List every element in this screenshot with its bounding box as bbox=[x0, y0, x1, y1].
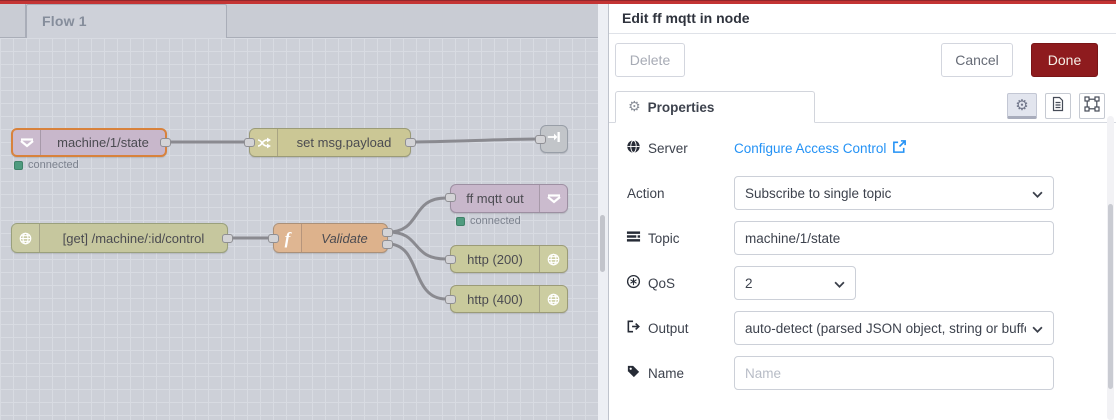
flow-tabbar: Flow 1 bbox=[0, 4, 598, 38]
qos-select[interactable]: 2 bbox=[734, 266, 856, 300]
node-http-response-200[interactable]: http (200) bbox=[445, 245, 568, 273]
panel-button-row: Delete Cancel Done bbox=[609, 34, 1116, 86]
delete-button[interactable]: Delete bbox=[615, 43, 685, 77]
chevron-down-icon bbox=[1026, 186, 1043, 201]
globe-icon bbox=[539, 286, 567, 312]
node-mqtt-out[interactable]: ff mqtt out bbox=[445, 184, 568, 213]
node-label: Validate bbox=[321, 230, 368, 246]
panel-resize-divider[interactable] bbox=[598, 4, 608, 420]
output-select[interactable]: auto-detect (parsed JSON object, string … bbox=[734, 311, 1054, 345]
tab-strip-edge bbox=[0, 4, 26, 38]
status-dot-icon bbox=[14, 160, 23, 170]
link-text: Configure Access Control bbox=[734, 140, 887, 156]
scrollbar-thumb[interactable] bbox=[1108, 204, 1113, 389]
globe-icon bbox=[626, 139, 641, 157]
input-port[interactable] bbox=[445, 193, 456, 202]
node-label: set msg.payload bbox=[296, 135, 392, 150]
node-label: ff mqtt out bbox=[466, 191, 524, 206]
panel-scrollbar[interactable] bbox=[1107, 116, 1114, 420]
tab-properties-label: Properties bbox=[647, 99, 715, 115]
input-port[interactable] bbox=[445, 255, 456, 264]
cancel-button[interactable]: Cancel bbox=[941, 43, 1013, 77]
qos-badge-icon bbox=[626, 274, 641, 292]
qos-label: QoS bbox=[648, 275, 676, 291]
deploy-status-bar bbox=[0, 0, 1116, 4]
chevron-down-icon bbox=[1026, 321, 1043, 336]
output-port-1[interactable] bbox=[382, 228, 393, 237]
output-port-2[interactable] bbox=[382, 240, 393, 249]
node-http-response-400[interactable]: http (400) bbox=[445, 285, 568, 313]
tag-icon bbox=[626, 364, 641, 382]
name-label: Name bbox=[648, 365, 685, 381]
flow-workspace: Flow 1 machine/1/state connected bbox=[0, 4, 598, 420]
qos-row: QoS 2 bbox=[626, 266, 1116, 300]
status-dot-icon bbox=[456, 216, 465, 226]
bridge-icon bbox=[13, 130, 41, 155]
panel-title: Edit ff mqtt in node bbox=[609, 4, 1116, 34]
node-description-button[interactable] bbox=[1045, 93, 1071, 119]
topic-label: Topic bbox=[648, 230, 680, 246]
topic-row: Topic bbox=[626, 221, 1116, 255]
name-input[interactable] bbox=[734, 356, 1054, 390]
edit-properties-button[interactable]: ⚙ bbox=[1007, 93, 1037, 119]
action-row: Action Subscribe to single topic bbox=[626, 176, 1116, 210]
topic-input[interactable] bbox=[734, 221, 1054, 255]
external-link-icon bbox=[892, 139, 907, 157]
node-label: http (400) bbox=[467, 291, 523, 307]
name-row: Name bbox=[626, 356, 1116, 390]
configure-access-control-link[interactable]: Configure Access Control bbox=[734, 139, 907, 157]
bridge-icon bbox=[539, 185, 567, 212]
input-port[interactable] bbox=[268, 234, 279, 243]
node-label: machine/1/state bbox=[57, 135, 149, 150]
node-function[interactable]: f Validate bbox=[268, 223, 393, 253]
edit-node-panel: Edit ff mqtt in node Delete Cancel Done … bbox=[608, 4, 1116, 420]
tasks-icon bbox=[626, 229, 641, 247]
node-label: [get] /machine/:id/control bbox=[62, 230, 205, 246]
gear-icon: ⚙ bbox=[1015, 95, 1029, 114]
node-mqtt-in[interactable]: machine/1/state bbox=[11, 128, 171, 157]
status-text: connected bbox=[28, 159, 79, 171]
flow-canvas[interactable]: machine/1/state connected set msg.payloa… bbox=[0, 38, 598, 420]
properties-form: Server Configure Access Control Action S… bbox=[609, 123, 1116, 390]
document-icon bbox=[1050, 96, 1066, 117]
panel-tabs: ⚙ Properties ⚙ bbox=[609, 90, 1116, 123]
node-status: connected bbox=[14, 159, 79, 171]
scope-icon bbox=[1084, 95, 1100, 117]
input-port[interactable] bbox=[445, 295, 456, 304]
done-button[interactable]: Done bbox=[1031, 43, 1098, 77]
action-select[interactable]: Subscribe to single topic bbox=[734, 176, 1054, 210]
node-status: connected bbox=[456, 215, 521, 227]
node-link-out[interactable] bbox=[535, 125, 568, 153]
action-label: Action bbox=[627, 185, 665, 201]
node-label: http (200) bbox=[467, 251, 523, 267]
input-port[interactable] bbox=[535, 135, 546, 144]
tab-properties[interactable]: ⚙ Properties bbox=[615, 91, 815, 123]
output-row: Output auto-detect (parsed JSON object, … bbox=[626, 311, 1116, 345]
globe-icon bbox=[12, 224, 40, 252]
gear-icon: ⚙ bbox=[628, 99, 641, 115]
resize-grip[interactable] bbox=[600, 215, 605, 272]
sign-out-icon bbox=[626, 319, 641, 337]
node-http-in[interactable]: [get] /machine/:id/control bbox=[11, 223, 233, 253]
node-change[interactable]: set msg.payload bbox=[244, 128, 416, 157]
output-port[interactable] bbox=[160, 138, 171, 147]
tab-flow-1[interactable]: Flow 1 bbox=[26, 4, 227, 38]
link-out-icon bbox=[546, 129, 562, 150]
chevron-down-icon bbox=[828, 276, 845, 291]
output-port[interactable] bbox=[405, 138, 416, 147]
globe-icon bbox=[539, 246, 567, 272]
appearance-button[interactable] bbox=[1079, 93, 1105, 119]
server-row: Server Configure Access Control bbox=[626, 131, 1116, 165]
wires-layer bbox=[165, 137, 540, 301]
server-label: Server bbox=[648, 140, 688, 156]
output-port[interactable] bbox=[222, 234, 233, 243]
output-label: Output bbox=[648, 320, 689, 336]
input-port[interactable] bbox=[244, 138, 255, 147]
status-text: connected bbox=[470, 215, 521, 227]
